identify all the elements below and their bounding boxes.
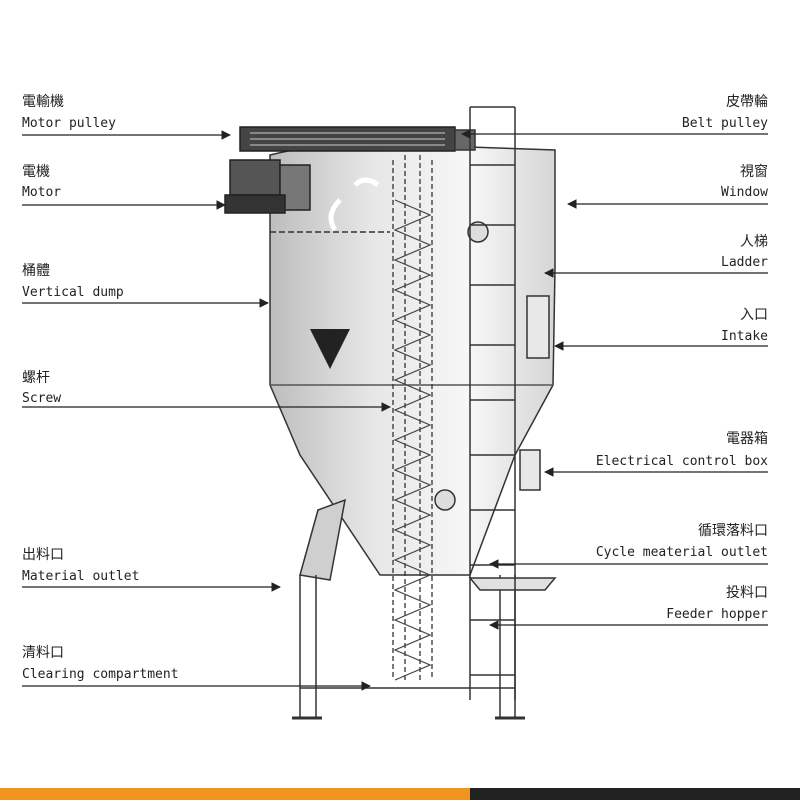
machine-body	[224, 126, 557, 720]
label-vertical-dump-en: Vertical dump	[22, 285, 124, 300]
label-intake-en: Intake	[721, 329, 768, 344]
label-belt-pulley-cn: 皮帶輪	[726, 93, 768, 110]
bottom-color-bar	[0, 788, 800, 800]
label-screw-cn: 螺杆	[22, 370, 50, 386]
label-ladder-en: Ladder	[721, 255, 768, 270]
label-intake-cn: 入口	[740, 307, 768, 323]
label-electrical-box-en: Electrical control box	[596, 454, 768, 469]
intake-box	[526, 295, 550, 359]
bottom-bar-orange	[0, 788, 470, 800]
label-clearing-compartment-en: Clearing compartment	[22, 667, 179, 682]
label-feeder-hopper-cn: 投料口	[726, 585, 768, 601]
label-motor-pulley-en: Motor pulley	[22, 116, 116, 131]
leader-lines	[22, 129, 768, 691]
screw-flights	[393, 199, 432, 681]
material-outlet-chute	[299, 498, 346, 581]
label-material-outlet-cn: 出料口	[22, 547, 64, 563]
feeder-hopper-shape	[468, 577, 557, 591]
label-cycle-outlet-cn: 循環落料口	[698, 523, 768, 539]
motor-block	[229, 159, 281, 196]
label-window-en: Window	[721, 185, 768, 200]
label-material-outlet-en: Material outlet	[22, 569, 139, 584]
label-motor-pulley-cn: 電輸機	[22, 94, 64, 110]
label-feeder-hopper-en: Feeder hopper	[666, 607, 768, 622]
label-screw-en: Screw	[22, 391, 61, 406]
label-cycle-outlet-en: Cycle meaterial outlet	[596, 545, 768, 560]
label-vertical-dump-cn: 桶體	[22, 263, 50, 279]
electrical-box	[519, 449, 541, 491]
label-motor-en: Motor	[22, 185, 61, 200]
labels-right: 皮帶輪 Belt pulley 視窗 Window 人梯 Ladder 入口 I…	[596, 93, 768, 622]
bottom-bar-dark	[470, 788, 800, 800]
label-clearing-compartment-cn: 清料口	[22, 645, 64, 661]
label-electrical-box-cn: 電器箱	[726, 431, 768, 447]
ladder	[469, 106, 516, 700]
label-ladder-cn: 人梯	[740, 234, 768, 250]
labels-left: 電輸機 Motor pulley 電機 Motor 桶體 Vertical du…	[22, 94, 179, 682]
label-belt-pulley-en: Belt pulley	[682, 116, 768, 131]
label-motor-cn: 電機	[22, 164, 50, 180]
label-window-cn: 視窗	[740, 163, 768, 180]
